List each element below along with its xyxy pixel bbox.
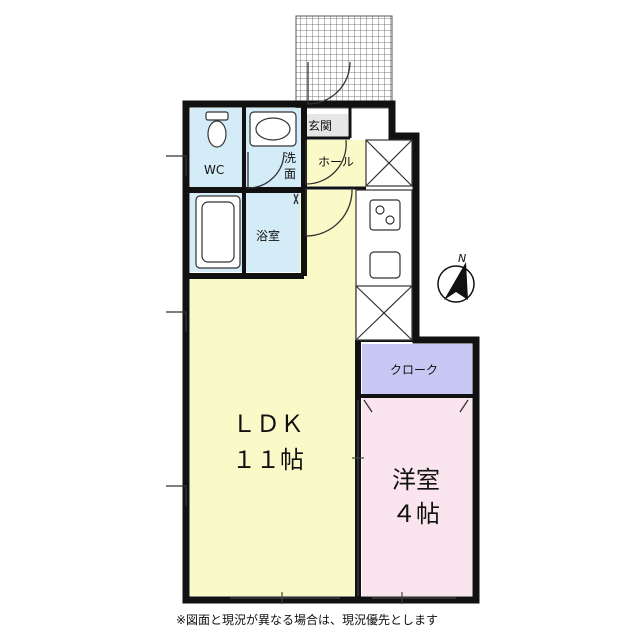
ldk-size-label: １１帖 [232, 446, 304, 474]
bathtub-fixture [195, 195, 241, 269]
senmen-label-2: 面 [284, 167, 296, 181]
wc-label: WC [204, 163, 224, 177]
genkan-fill [306, 114, 348, 138]
bath-label: 浴室 [256, 228, 280, 243]
ldk-fill [190, 278, 358, 596]
entrance-porch-grid [295, 15, 393, 109]
western-room-fill [362, 398, 472, 596]
kitchen-counter [355, 189, 413, 341]
hall-storage [365, 139, 413, 187]
compass-icon: N [437, 252, 475, 303]
disclaimer-note: ※図面と現況が異なる場合は、現況優先とします [176, 612, 438, 627]
washbasin-fixture [249, 111, 297, 147]
closet-label: クローク [390, 363, 438, 377]
compass-north-label: N [458, 252, 466, 265]
ldk-kitchen-fill [300, 190, 358, 280]
closet-fill [362, 344, 472, 394]
western-room-size-label: ４帖 [392, 500, 440, 528]
western-room-label: 洋室 [392, 466, 440, 494]
sliding-doors [230, 400, 456, 604]
ldk-label: ＬＤＫ [232, 410, 304, 438]
genkan-label: 玄関 [308, 118, 332, 133]
door-swings [166, 61, 469, 506]
hall-label: ホール [318, 155, 354, 169]
toilet-fixture [205, 111, 229, 148]
hall-fill [306, 140, 366, 186]
senmen-label-1: 洗 [284, 151, 296, 165]
